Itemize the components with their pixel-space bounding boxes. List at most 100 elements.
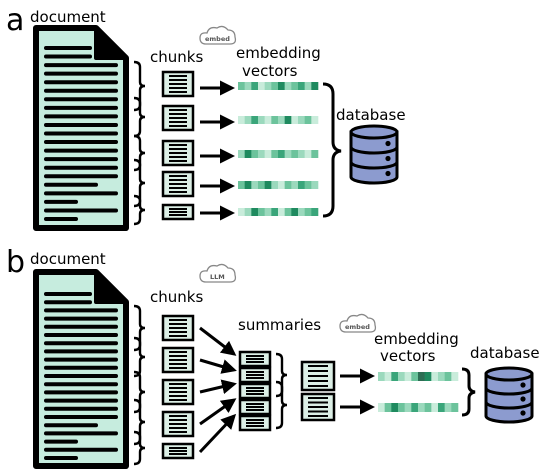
curly-brace: [133, 96, 146, 138]
cloud-llm-label: LLM: [210, 273, 225, 281]
database-top: [349, 124, 399, 140]
vector-cell: [424, 372, 432, 381]
summaries-label: summaries: [238, 316, 321, 334]
vector-cell: [304, 82, 312, 90]
vector-cell: [258, 208, 265, 216]
vector-cell: [304, 116, 312, 124]
vector-cell: [311, 181, 319, 189]
vector-cell: [411, 372, 419, 381]
database-light: [520, 396, 526, 402]
vector-cell: [278, 208, 285, 216]
database-label: database: [470, 344, 540, 362]
vector-cell: [238, 208, 245, 216]
document-icon: [33, 269, 129, 469]
vector-cell: [304, 181, 312, 189]
document-icon: [33, 25, 129, 231]
vector-cell: [258, 181, 265, 189]
vectors-brace: [461, 367, 476, 417]
merged-summary-icons: [300, 360, 336, 422]
embedding-vectors: [238, 82, 319, 216]
vector-cell: [438, 372, 445, 381]
vector-cell: [264, 208, 272, 216]
curly-brace: [275, 380, 288, 430]
vector-cell: [238, 82, 245, 90]
vector-cell: [311, 208, 319, 216]
summary-icons: [238, 350, 272, 432]
vector-cell: [278, 82, 285, 90]
vector-cell: [438, 403, 445, 412]
vector-cell: [411, 403, 419, 412]
vector-cell: [311, 82, 319, 90]
vector-cell: [444, 403, 452, 412]
vector-cell: [284, 208, 292, 216]
curly-brace: [133, 430, 146, 466]
vector-cell: [404, 403, 412, 412]
chunk-to-vector-arrows: [200, 80, 235, 221]
vector-cell: [404, 372, 412, 381]
vector-cell: [284, 181, 292, 189]
vector-cell: [258, 116, 265, 124]
panel-a-document-label: document: [30, 8, 106, 26]
vector-cell: [251, 116, 259, 124]
vector-cell: [251, 181, 259, 189]
database-icon: [349, 124, 399, 185]
vector-cell: [258, 82, 265, 90]
vector-cell: [431, 403, 439, 412]
vector-cell: [298, 181, 305, 189]
vector-cell: [291, 116, 299, 124]
vector-cell: [418, 403, 425, 412]
vector-cell: [258, 150, 265, 158]
document-text-lines: [44, 292, 118, 460]
database-light: [385, 170, 391, 177]
vector-cell: [238, 150, 245, 158]
embedding-label-line1: embedding: [236, 44, 321, 62]
vector-cell: [391, 403, 399, 412]
vector-cell: [291, 82, 299, 90]
vector-cell: [264, 82, 272, 90]
vector-cell: [291, 181, 299, 189]
curly-brace: [133, 336, 146, 378]
database-label: database: [336, 106, 406, 124]
vector-cell: [271, 82, 279, 90]
vector-cell: [244, 116, 252, 124]
chunks-label: chunks: [150, 288, 203, 306]
vector-cell: [431, 372, 439, 381]
summary-to-vector-arrows: [340, 368, 375, 415]
cloud-embed-label: embed: [205, 35, 230, 43]
document-chunk-braces: [133, 60, 146, 226]
summary-braces: [275, 352, 288, 430]
database-light: [385, 140, 391, 147]
database-light: [520, 382, 526, 388]
vector-cell: [298, 150, 305, 158]
vector-cell: [451, 372, 459, 381]
document-chunk-braces: [133, 304, 146, 466]
vector-cell: [291, 150, 299, 158]
vector-cell: [271, 181, 279, 189]
vector-cell: [284, 116, 292, 124]
vector-cell: [424, 403, 432, 412]
panel-a: a document embed chunks embedding vector…: [6, 3, 406, 231]
arrow: [199, 398, 237, 426]
vector-cell: [291, 208, 299, 216]
vector-cell: [391, 372, 399, 381]
vector-cell: [304, 208, 312, 216]
vector-cell: [271, 208, 279, 216]
vector-cell: [444, 372, 452, 381]
chunk-icons: [161, 314, 195, 460]
database-light: [385, 155, 391, 162]
vector-cell: [384, 403, 392, 412]
cloud-icon: embed: [339, 313, 377, 333]
database-top: [484, 366, 534, 382]
vector-cell: [378, 403, 385, 412]
panel-b-document-label: document: [30, 250, 106, 268]
arrow: [198, 413, 237, 454]
vector-cell: [384, 372, 392, 381]
vector-cell: [244, 181, 252, 189]
arrow: [199, 379, 237, 395]
embedding-label-line2: vectors: [242, 62, 298, 80]
vector-cell: [251, 82, 259, 90]
vector-cell: [418, 372, 425, 381]
vector-cell: [271, 150, 279, 158]
vector-cell: [311, 116, 319, 124]
vector-cell: [311, 150, 319, 158]
